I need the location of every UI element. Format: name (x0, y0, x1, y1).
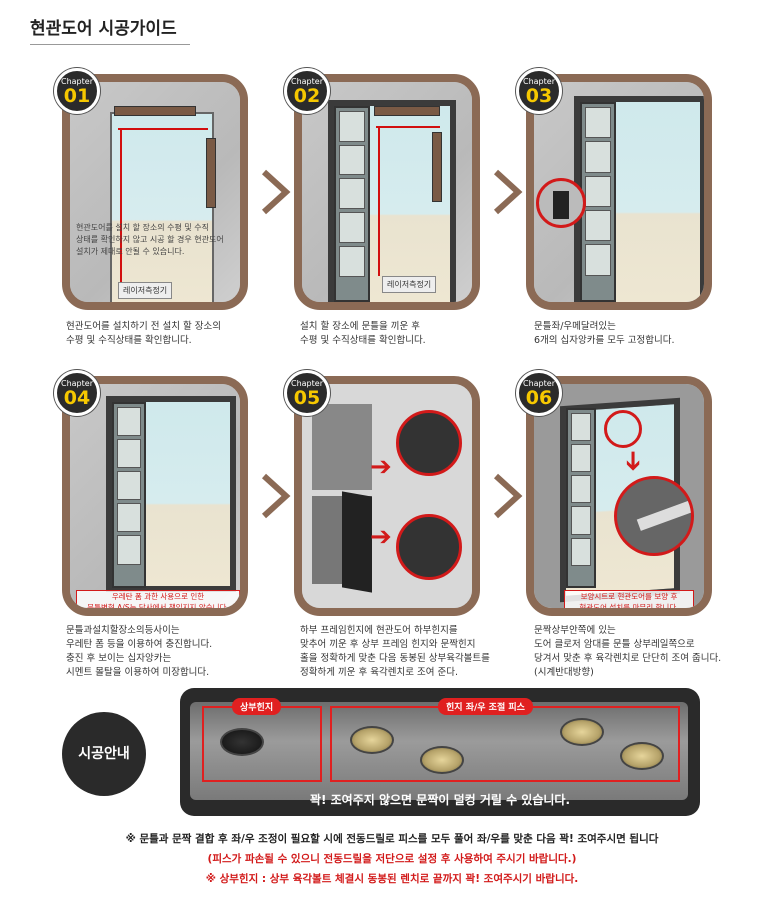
hinge-zoom-lower (396, 514, 462, 580)
adjust-screw (620, 742, 664, 770)
chapter-label: Chapter (61, 379, 93, 388)
upper-hinge-tag: 상부힌지 (232, 698, 282, 715)
next-arrow-icon (261, 473, 291, 519)
adjust-screw (350, 726, 394, 754)
red-arrow-icon: ➔ (617, 450, 648, 472)
page-title: 현관도어 시공가이드 (30, 19, 177, 39)
chapter-badge-06: Chapter 06 (516, 370, 562, 416)
step-01-desc: 현관도어를 설치하기 전 설치 할 장소의 수평 및 수직상태를 확인합니다. (66, 321, 221, 346)
step-06-note: 보양시트로 현관도어를 보양 후 현관도어 설치를 마무리 합니다. (564, 590, 694, 608)
hinge-zoom-upper (396, 410, 462, 476)
laser-meter-label: 레이저측정기 (382, 276, 437, 293)
chapter-number: 05 (293, 387, 321, 409)
chapter-badge-01: Chapter 01 (54, 68, 100, 114)
laser-meter-label: 레이저측정기 (118, 282, 173, 299)
closer-zoom (614, 476, 694, 556)
red-arrow-icon: ➔ (370, 452, 392, 482)
chapter-number: 03 (525, 85, 553, 107)
note-drill-caution: (피스가 파손될 수 있으니 전동드릴을 저단으로 설정 후 사용하여 주시기 … (207, 853, 577, 865)
chapter-label: Chapter (291, 379, 323, 388)
chapter-label: Chapter (61, 77, 93, 86)
chapter-number: 06 (525, 387, 553, 409)
step-04-desc: 문틀과설치할장소의등사이는 우레탄 폼 등을 이용하여 충진합니다. 충진 후 … (66, 625, 213, 678)
chapter-badge-05: Chapter 05 (284, 370, 330, 416)
adjust-screw (420, 746, 464, 774)
chapter-label: Chapter (523, 379, 555, 388)
chapter-label: Chapter (291, 77, 323, 86)
step-06-desc: 문짝상부안쪽에 있는 도어 클로저 암대를 문틀 상부레일쪽으로 당겨서 맞춘 … (534, 625, 722, 678)
chapter-label: Chapter (523, 77, 555, 86)
chapter-number: 02 (293, 85, 321, 107)
drill-zoom (536, 178, 586, 228)
step-image-03 (526, 74, 712, 310)
adjust-screw (560, 718, 604, 746)
upper-hinge-box (202, 706, 322, 782)
closer-zoom-source (604, 410, 642, 448)
step-image-05: ➔ ➔ (294, 376, 480, 616)
step-image-04: 우레탄 폼 과한 사용으로 인한 문틀변형 A/S는 당사에서 책임지지 않습니… (62, 376, 248, 616)
note-adjust: ※ 문틀과 문짝 결합 후 좌/우 조정이 필요할 시에 전동드릴로 피스를 모… (125, 833, 659, 845)
step-image-01: 현관도어를 설치 할 장소의 수평 및 수직 상태를 확인하지 않고 시공 할 … (62, 74, 248, 310)
chapter-badge-03: Chapter 03 (516, 68, 562, 114)
hinge-guide-photo: 상부힌지 힌지 좌/우 조절 피스 꽉! 조여주지 않으면 문짝이 덜컹 거릴 … (180, 688, 700, 816)
guide-caption: 꽉! 조여주지 않으면 문짝이 덜컹 거릴 수 있습니다. (309, 793, 571, 807)
adjust-screw-tag: 힌지 좌/우 조절 피스 (438, 698, 533, 715)
step-image-06: ➔ 보양시트로 현관도어를 보양 후 현관도어 설치를 마무리 합니다. (526, 376, 712, 616)
step-04-warning: 우레탄 폼 과한 사용으로 인한 문틀변형 A/S는 당사에서 책임지지 않습니… (76, 590, 240, 608)
chapter-badge-04: Chapter 04 (54, 370, 100, 416)
install-guide-badge: 시공안내 (62, 712, 146, 796)
next-arrow-icon (493, 169, 523, 215)
step-image-02: 레이저측정기 (294, 74, 480, 310)
step-01-inner-note: 현관도어를 설치 할 장소의 수평 및 수직 상태를 확인하지 않고 시공 할 … (76, 223, 224, 256)
step-03-desc: 문틀좌/우메달려있는 6개의 십자앙카를 모두 고정합니다. (534, 321, 675, 346)
next-arrow-icon (493, 473, 523, 519)
step-05-desc: 하부 프레임힌지에 현관도어 하부힌지를 맞추어 끼운 후 상부 프레임 힌지와… (300, 625, 490, 678)
chapter-badge-02: Chapter 02 (284, 68, 330, 114)
title-underline (30, 44, 190, 45)
adjust-screw-box (330, 706, 680, 782)
chapter-number: 04 (63, 387, 91, 409)
hinge-bolt (220, 728, 264, 756)
red-arrow-icon: ➔ (370, 522, 392, 552)
step-02-desc: 설치 할 장소에 문틀을 끼운 후 수평 및 수직상태를 확인합니다. (300, 321, 426, 346)
next-arrow-icon (261, 169, 291, 215)
note-upper-hinge: ※ 상부힌지 : 상부 육각볼트 체결시 동봉된 렌치로 끝까지 꽉! 조여주시… (205, 873, 579, 885)
chapter-number: 01 (63, 85, 91, 107)
